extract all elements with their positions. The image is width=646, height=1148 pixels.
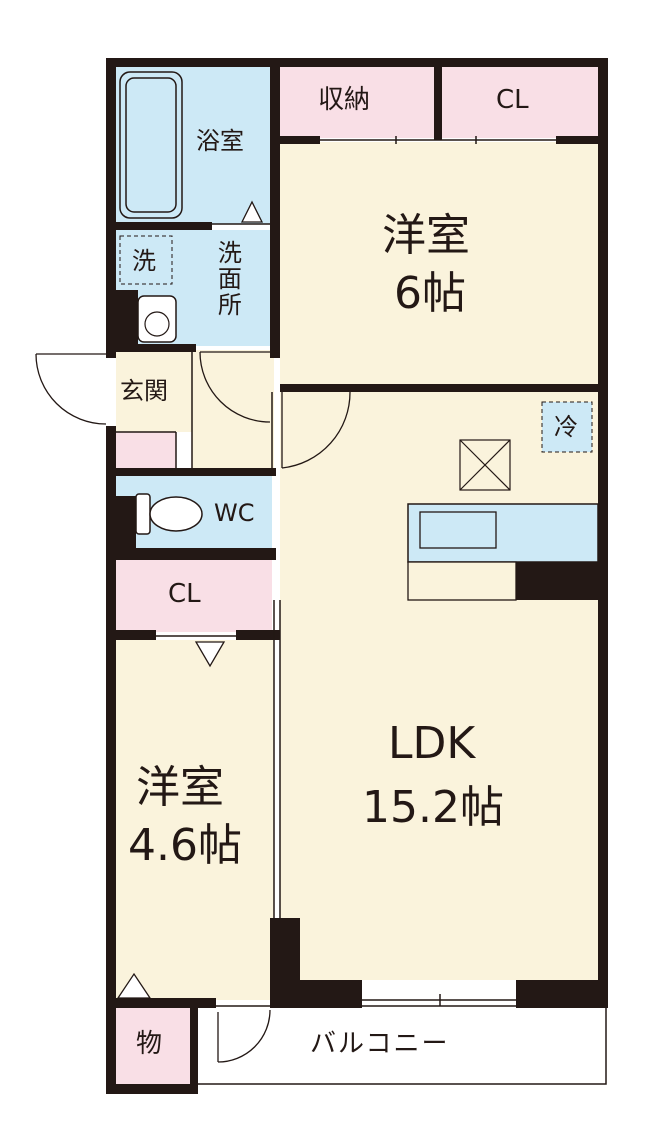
- bath-label: 浴室: [196, 127, 244, 155]
- hall-floor: [192, 350, 274, 468]
- storage-top-label: 収納: [318, 85, 371, 115]
- room-door-marker: [116, 972, 152, 999]
- wc-label: WC: [214, 499, 255, 527]
- partitions: [116, 136, 606, 1006]
- door-swings: [35, 351, 351, 1063]
- storage-small-floor: [114, 1006, 190, 1084]
- storage-small-label: 物: [136, 1029, 163, 1059]
- kitchen-sink: [419, 511, 497, 549]
- toilet: [135, 493, 203, 535]
- range-hood: [459, 439, 511, 491]
- cl-mid-floor: [116, 560, 272, 632]
- cl-mid-label: CL: [168, 579, 201, 609]
- western-room-6-size: 6帖: [394, 268, 466, 319]
- storage-top-floor: [280, 66, 434, 138]
- kitchen-cabinet: [407, 561, 517, 601]
- ldk-floor: [280, 390, 600, 980]
- entrance-floor: [116, 352, 192, 432]
- western-room-46-floor: [116, 640, 274, 1000]
- entrance-label: 玄関: [120, 377, 168, 405]
- western-room-6-name: 洋室: [382, 210, 470, 261]
- bath-door-marker: [240, 200, 264, 223]
- western-room-46-name: 洋室: [136, 762, 224, 813]
- ldk-size: 15.2帖: [362, 782, 504, 833]
- western-room-46-size: 4.6帖: [128, 820, 242, 871]
- closet-door-marker: [194, 641, 226, 668]
- balcony-floor: [195, 1005, 607, 1085]
- western-room-6-floor: [280, 142, 600, 384]
- bathtub: [119, 71, 183, 219]
- ldk-name: LDK: [388, 718, 476, 769]
- fridge-slot: [541, 401, 593, 453]
- washroom-label: 洗面所: [213, 240, 242, 318]
- balcony-label: バルコニー: [310, 1029, 450, 1059]
- vanity-sink: [137, 295, 177, 343]
- fridge-label: 冷: [554, 413, 578, 441]
- washer-label: 洗: [132, 247, 156, 275]
- cl-top-floor: [442, 66, 598, 138]
- cl-top-label: CL: [496, 85, 529, 115]
- entrance-step: [116, 432, 176, 468]
- washer-slot: [119, 235, 173, 285]
- walls: [106, 58, 608, 1094]
- sink-basin: [144, 311, 170, 337]
